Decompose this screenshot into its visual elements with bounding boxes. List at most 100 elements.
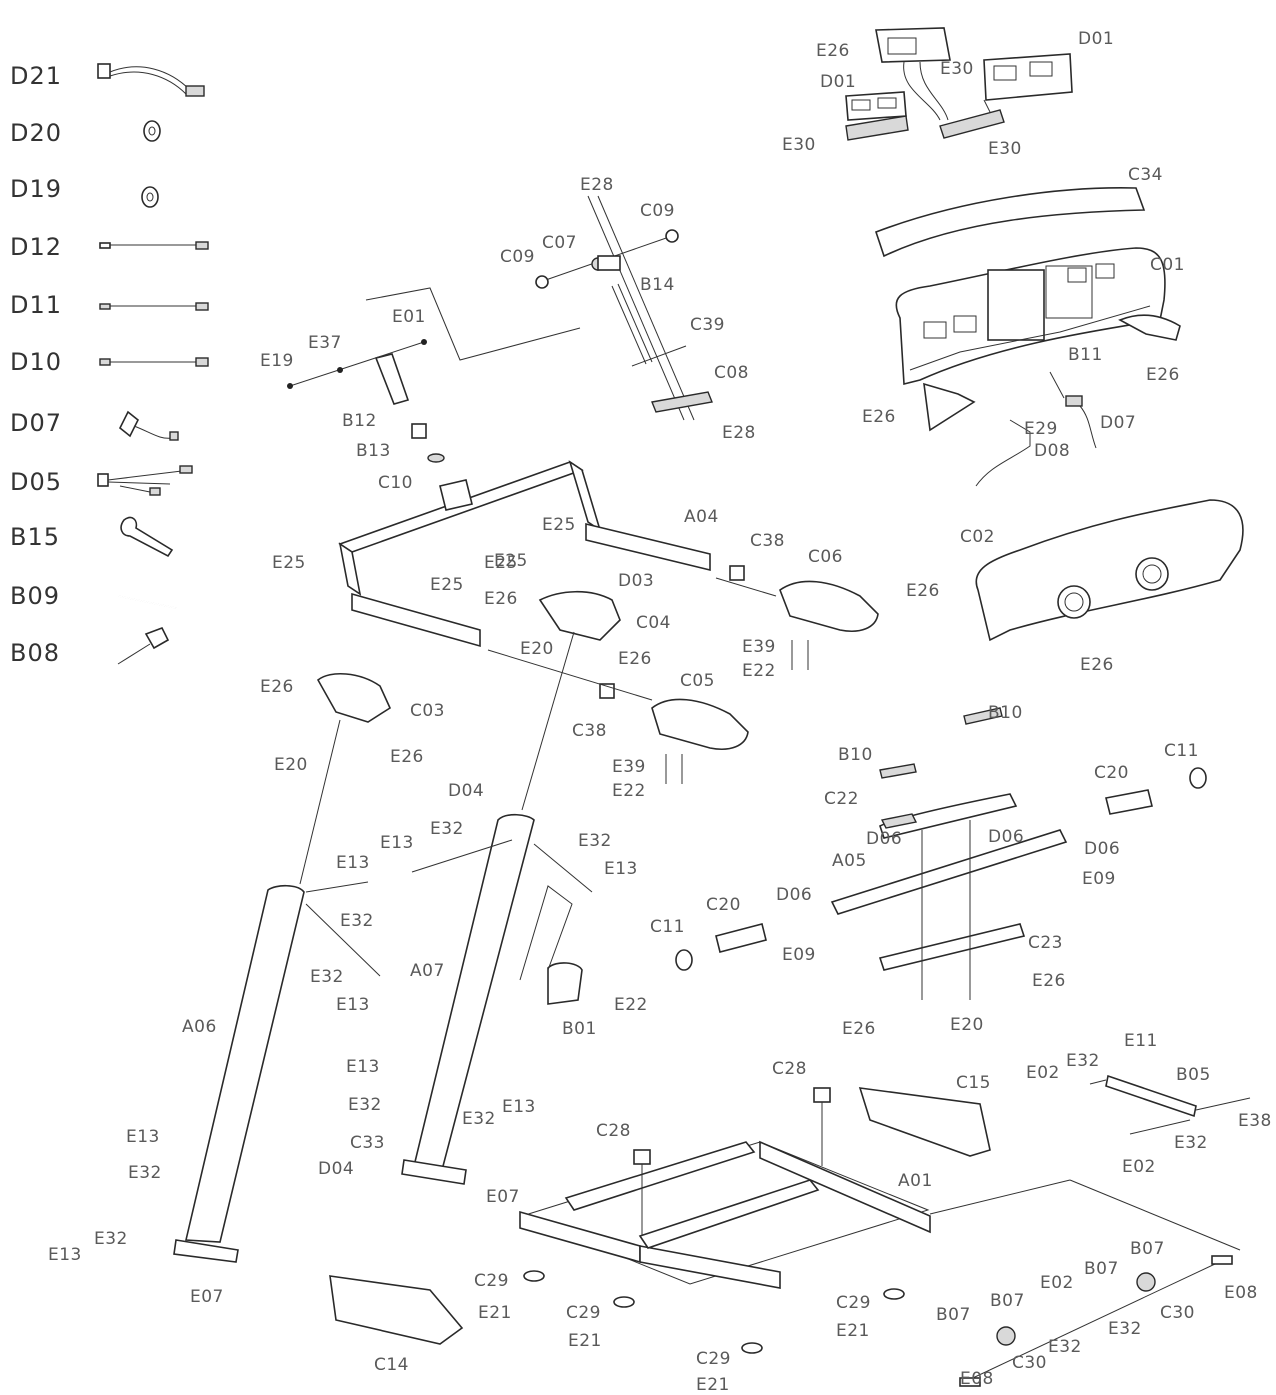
label: D06: [866, 829, 902, 849]
label: E38: [1238, 1111, 1272, 1131]
legend-code-d11: D11: [10, 291, 62, 319]
label: C05: [680, 671, 715, 691]
arm-left: [351, 592, 481, 648]
part-labels: E26 D01 E30 D01 E30 E30 C34 C01 B11 E26 …: [48, 29, 1272, 1395]
allen-key-icon: [117, 580, 177, 609]
label: E08: [1224, 1283, 1258, 1303]
cable-icon: [99, 302, 209, 311]
frame-a01: [759, 1140, 931, 1234]
label: E37: [308, 333, 342, 353]
cable-icon: [99, 357, 209, 367]
safety-key-icon: [118, 410, 179, 441]
handle-cover-c03: [316, 672, 392, 723]
label: E13: [604, 859, 638, 879]
label: E32: [348, 1095, 382, 1115]
label: B07: [936, 1305, 971, 1325]
bumper-c28: [813, 1087, 831, 1103]
endcap-c05: [651, 698, 749, 750]
legend-code-b09: B09: [10, 582, 60, 610]
legend-code-d20: D20: [10, 119, 62, 147]
endcap-c06: [779, 580, 879, 632]
rollers-group: [959, 1074, 1251, 1387]
label: E09: [782, 945, 816, 965]
label: B10: [838, 745, 873, 765]
label: C22: [824, 789, 859, 809]
label: E13: [336, 853, 370, 873]
label: E25: [272, 553, 306, 573]
label: E13: [336, 995, 370, 1015]
label: D07: [1100, 413, 1136, 433]
label: D03: [618, 571, 654, 591]
label: A04: [684, 507, 719, 527]
control-board-d01: [845, 91, 907, 121]
label: E20: [950, 1015, 984, 1035]
label: E07: [486, 1187, 520, 1207]
bushing-icon: [141, 186, 159, 208]
label: B07: [990, 1291, 1025, 1311]
label: E13: [380, 833, 414, 853]
label: E32: [1174, 1133, 1208, 1153]
rail-c23: [878, 923, 1026, 971]
label: B14: [640, 275, 675, 295]
label: E25: [484, 553, 518, 573]
handle-cover-c04: [538, 590, 621, 641]
label: C28: [596, 1121, 631, 1141]
console-back-c02: [975, 499, 1244, 642]
label: E08: [960, 1369, 994, 1389]
handle-end: [923, 382, 976, 432]
roller-b05: [1105, 1074, 1197, 1118]
label: E13: [126, 1127, 160, 1147]
label: C30: [1160, 1303, 1195, 1323]
label: C29: [566, 1303, 601, 1323]
legend-code-b08: B08: [10, 639, 60, 667]
legend-code-d05: D05: [10, 468, 62, 496]
label: C01: [1150, 255, 1185, 275]
legend-code-d21: D21: [10, 62, 62, 90]
label: E25: [430, 575, 464, 595]
label: E02: [1040, 1273, 1074, 1293]
label: E28: [580, 175, 614, 195]
label: C34: [1128, 165, 1163, 185]
label: E22: [612, 781, 646, 801]
label: E39: [742, 637, 776, 657]
combo-tool-icon: [117, 626, 170, 665]
label: D08: [1034, 441, 1070, 461]
roller-c20: [1105, 789, 1153, 815]
label: A06: [182, 1017, 217, 1037]
label: C11: [650, 917, 685, 937]
label: C30: [1012, 1353, 1047, 1373]
uprights-group: [173, 631, 593, 1263]
label: E26: [842, 1019, 876, 1039]
label: C03: [410, 701, 445, 721]
label: C14: [374, 1355, 409, 1375]
label: C04: [636, 613, 671, 633]
label: C07: [542, 233, 577, 253]
legend-code-d12: D12: [10, 233, 62, 261]
label: E32: [430, 819, 464, 839]
harness-icon: [97, 465, 193, 496]
deck-tube-a05: [830, 829, 1068, 915]
label: A05: [832, 851, 867, 871]
label: B05: [1176, 1065, 1211, 1085]
bushing-icon: [143, 120, 161, 142]
label: E20: [520, 639, 554, 659]
arm-a04: [585, 522, 711, 572]
label: C06: [808, 547, 843, 567]
label: E02: [1122, 1157, 1156, 1177]
label: E25: [494, 551, 528, 571]
label: B11: [1068, 345, 1103, 365]
label: B12: [342, 411, 377, 431]
label: E22: [614, 995, 648, 1015]
display-board: [875, 27, 951, 63]
label: E13: [48, 1245, 82, 1265]
label: D04: [318, 1159, 354, 1179]
label: E22: [742, 661, 776, 681]
label: E32: [340, 911, 374, 931]
label: E30: [782, 135, 816, 155]
label: C29: [474, 1271, 509, 1291]
label: D06: [776, 885, 812, 905]
label: C09: [500, 247, 535, 267]
label: C15: [956, 1073, 991, 1093]
label: E28: [722, 423, 756, 443]
label: D06: [988, 827, 1024, 847]
